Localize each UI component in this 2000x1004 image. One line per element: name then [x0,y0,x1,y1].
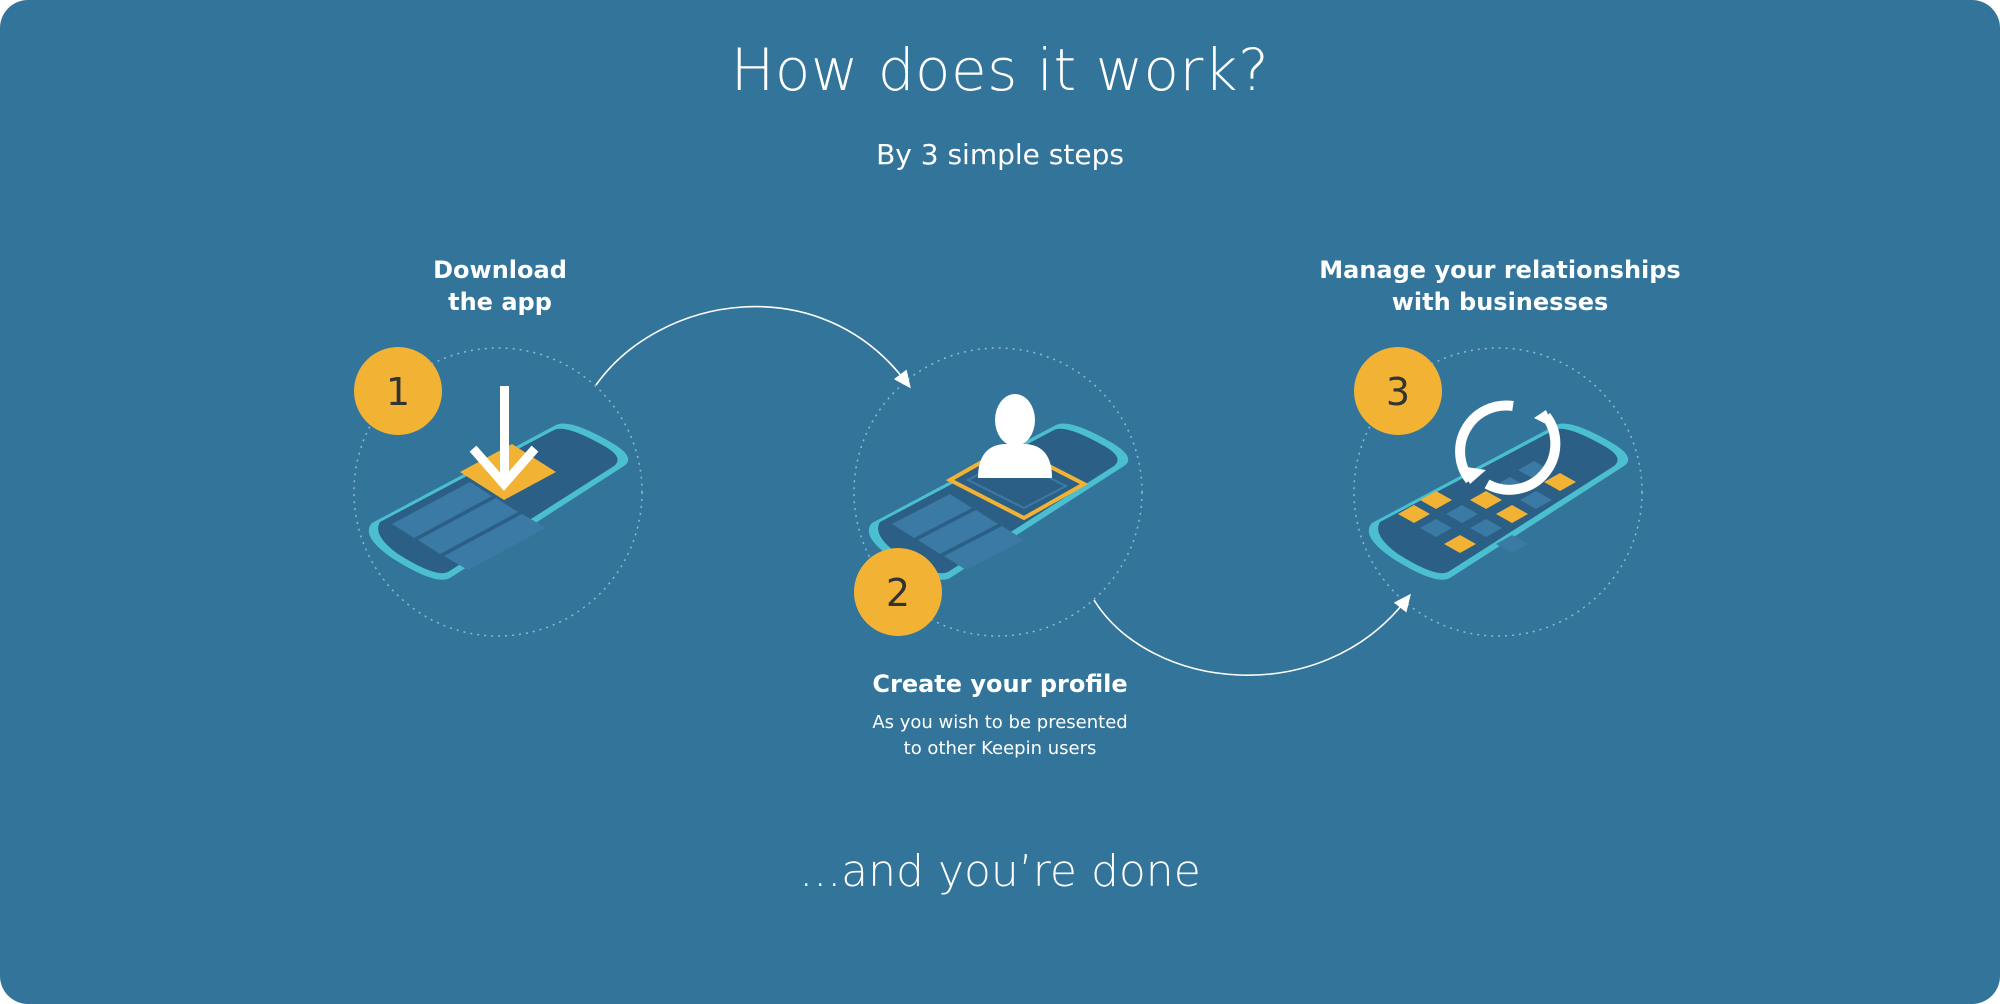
phone-3-illustration [1368,400,1629,580]
step-1-title-line-2: the app [448,288,552,316]
step-2-title-line-1: Create your profile [872,670,1128,698]
step-2-number: 2 [886,571,910,615]
step-1-number-badge: 1 [354,347,442,435]
refresh-sync-icon [1455,400,1561,495]
step-2-title: Create your profile [800,668,1200,700]
step-2-dotted-circle [853,347,1143,637]
page-title: How does it work? [730,36,1270,104]
arrow-step-2-to-3 [1093,593,1411,676]
phone-1-illustration [368,386,629,580]
step-3-dotted-circle [1353,347,1643,637]
step-3-number: 3 [1386,370,1410,414]
step-3-title-line-1: Manage your relationships [1319,256,1681,284]
step-3-title: Manage your relationships with businesse… [1250,254,1750,318]
download-arrow-icon [469,386,539,491]
step-1-number: 1 [386,370,410,414]
done-message: ...and you’re done [799,846,1201,897]
step-1-title-line-1: Download [433,256,567,284]
step-3-number-badge: 3 [1354,347,1442,435]
step-1-title: Download the app [380,254,620,318]
step-2-description: As you wish to be presented to other Kee… [800,710,1200,762]
step-2-desc-line-2: to other Keepin users [903,738,1097,759]
step-2-number-badge: 2 [854,548,942,636]
step-2-desc-line-1: As you wish to be presented [872,712,1128,733]
arrow-step-1-to-2 [595,305,911,389]
page-subtitle: By 3 simple steps [876,138,1124,171]
phone-2-illustration [868,394,1129,580]
step-3-title-line-2: with businesses [1391,288,1609,316]
profile-person-icon [978,394,1052,478]
step-1-dotted-circle [353,347,643,637]
